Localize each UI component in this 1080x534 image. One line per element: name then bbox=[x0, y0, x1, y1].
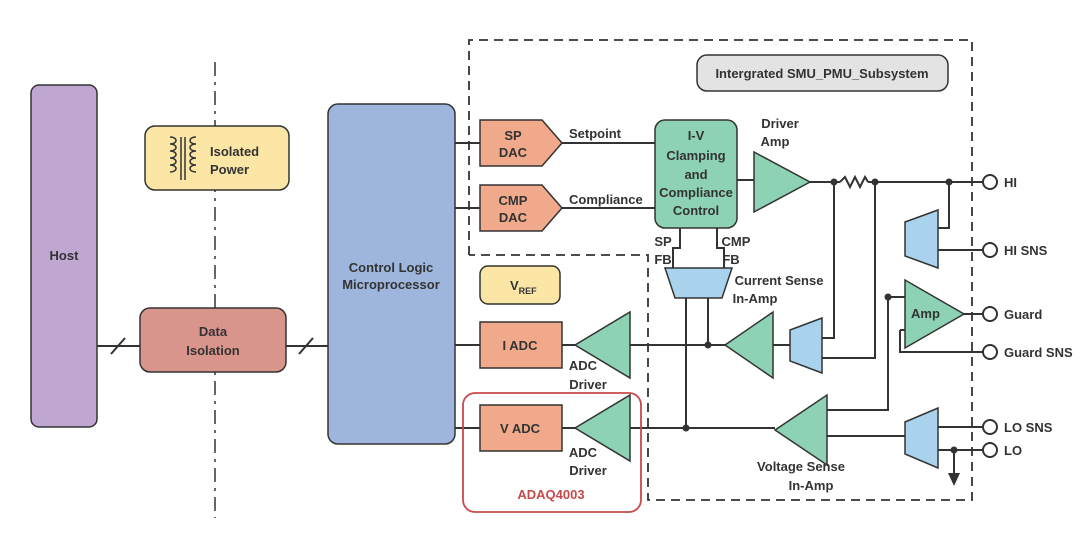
current-sense-label-2: In-Amp bbox=[733, 291, 778, 306]
i-adc-block bbox=[479, 321, 563, 369]
clamp-label-2: Clamping bbox=[666, 148, 725, 163]
adc-driver-1-label-2: Driver bbox=[569, 377, 607, 392]
data-isolation-label-2: Isolation bbox=[186, 343, 240, 358]
guard-amp-label: Amp bbox=[911, 306, 940, 321]
adc-driver-2-label-2: Driver bbox=[569, 463, 607, 478]
adc-driver-2-label-1: ADC bbox=[569, 445, 598, 460]
lo-sense-mux bbox=[904, 406, 939, 470]
sense-resistor bbox=[839, 174, 869, 190]
v-adc-block bbox=[479, 404, 563, 452]
host-block bbox=[30, 84, 98, 428]
clamp-label-5: Control bbox=[673, 203, 719, 218]
control-logic-label-1: Control Logic bbox=[349, 260, 434, 275]
sp-dac-label-1: SP bbox=[504, 128, 522, 143]
adc-driver-i bbox=[573, 310, 631, 380]
cmp-dac-block bbox=[479, 184, 563, 232]
cmp-fb-label-1: CMP bbox=[722, 234, 751, 249]
terminal-lo-sns-label: LO SNS bbox=[1004, 420, 1053, 435]
clamp-block bbox=[654, 119, 738, 229]
driver-amp bbox=[753, 150, 812, 214]
driver-amp-label-1: Driver bbox=[761, 116, 799, 131]
clamp-label-1: I-V bbox=[688, 128, 705, 143]
setpoint-label: Setpoint bbox=[569, 126, 622, 141]
cmp-fb-label-2: FB bbox=[722, 252, 739, 267]
terminal-guard-sns bbox=[982, 344, 998, 360]
compliance-label: Compliance bbox=[569, 192, 643, 207]
control-logic-label-2: Microprocessor bbox=[342, 277, 440, 292]
clamp-label-4: Compliance bbox=[659, 185, 733, 200]
current-sense-inamp bbox=[663, 267, 734, 299]
terminal-lo bbox=[982, 442, 998, 458]
current-sense-mux bbox=[789, 316, 823, 375]
adc-driver-v bbox=[573, 393, 631, 463]
subsystem-tag bbox=[696, 54, 949, 92]
adaq4003-highlight bbox=[462, 392, 642, 513]
isolated-power-label-2: Power bbox=[210, 162, 249, 177]
i-adc-label: I ADC bbox=[503, 338, 539, 353]
sp-dac-label-2: DAC bbox=[499, 145, 528, 160]
current-sense-label-1: Current Sense bbox=[735, 273, 824, 288]
data-isolation-label-1: Data bbox=[199, 324, 228, 339]
cmp-dac-label-1: CMP bbox=[499, 193, 528, 208]
vref-label: VREF bbox=[510, 278, 537, 296]
driver-amp-label-2: Amp bbox=[761, 134, 790, 149]
terminal-guard bbox=[982, 306, 998, 322]
terminal-guard-label: Guard bbox=[1004, 307, 1042, 322]
terminal-lo-sns bbox=[982, 419, 998, 435]
terminal-guard-sns-label: Guard SNS bbox=[1004, 345, 1073, 360]
voltage-sense-label-2: In-Amp bbox=[789, 478, 834, 493]
vref-block bbox=[479, 265, 561, 305]
terminal-hi-sns bbox=[982, 242, 998, 258]
adaq4003-label: ADAQ4003 bbox=[517, 487, 584, 502]
isolated-power-label-1: Isolated bbox=[210, 144, 259, 159]
control-logic-block bbox=[327, 103, 456, 445]
v-adc-label: V ADC bbox=[500, 421, 541, 436]
cmp-dac-label-2: DAC bbox=[499, 210, 528, 225]
terminal-lo-label: LO bbox=[1004, 443, 1022, 458]
terminal-hi-sns-label: HI SNS bbox=[1004, 243, 1048, 258]
hi-sense-mux bbox=[904, 208, 939, 270]
sp-dac-block bbox=[479, 119, 563, 167]
current-sense-path-amp bbox=[723, 310, 774, 380]
subsystem-label: Intergrated SMU_PMU_Subsystem bbox=[715, 66, 928, 81]
sp-fb-label-1: SP bbox=[654, 234, 672, 249]
adc-driver-1-label-1: ADC bbox=[569, 358, 598, 373]
voltage-sense-inamp bbox=[773, 393, 828, 467]
sp-fb-label-2: FB bbox=[654, 252, 671, 267]
data-isolation-block bbox=[139, 307, 287, 373]
guard-amp bbox=[904, 278, 966, 350]
transformer-icon bbox=[169, 136, 197, 180]
subsystem-boundary bbox=[468, 39, 973, 501]
terminal-hi-label: HI bbox=[1004, 175, 1017, 190]
terminal-hi bbox=[982, 174, 998, 190]
voltage-sense-label-1: Voltage Sense bbox=[757, 459, 845, 474]
clamp-label-3: and bbox=[684, 167, 707, 182]
host-label: Host bbox=[50, 248, 80, 263]
